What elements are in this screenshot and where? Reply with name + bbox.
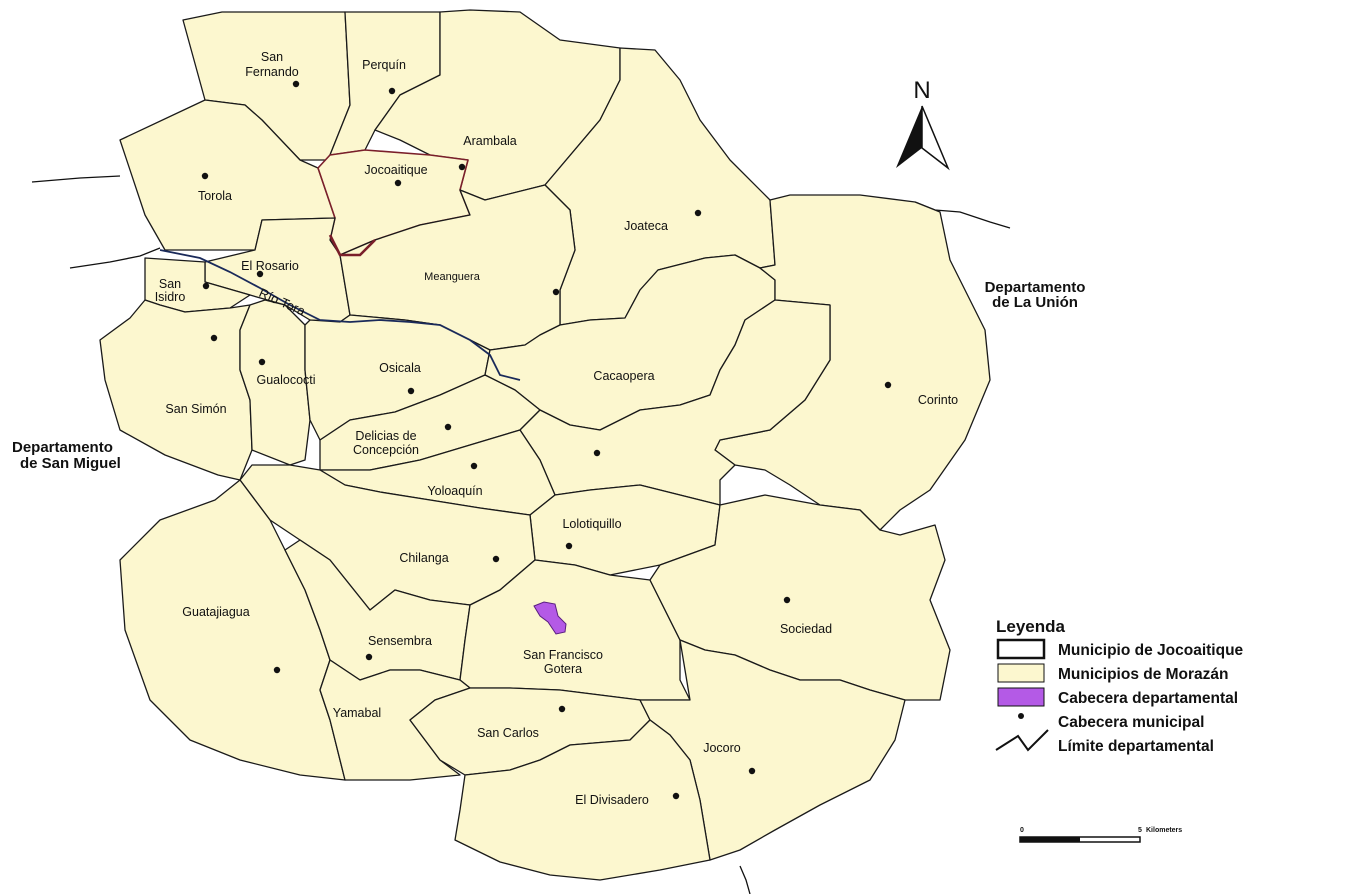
label-yoloaiquin: Yoloaquín — [427, 484, 482, 498]
legend-swatch-capital — [997, 687, 1045, 707]
seat-dot — [258, 358, 266, 366]
label-san-carlos: San Carlos — [477, 726, 539, 740]
label-san-simon: San Simón — [165, 402, 226, 416]
muni-el-divisadero[interactable] — [454, 719, 711, 881]
label-cacaopera: Cacaopera — [593, 369, 654, 383]
label-san-fernando-2: Fernando — [245, 65, 299, 79]
rio-tora-river — [159, 249, 521, 381]
label-sensembra: Sensembra — [368, 634, 432, 648]
label-osicala: Osicala — [379, 361, 421, 375]
legend-label-municipal: Cabecera municipal — [1058, 714, 1204, 731]
municipality-labels: San Fernando Perquín Arambala Torola Joc… — [155, 50, 958, 807]
label-jocoaitique: Jocoaitique — [364, 163, 427, 177]
label-san-francisco-gotera-2: Gotera — [544, 662, 582, 676]
seat-dot — [273, 666, 281, 674]
label-delicias: Delicias de — [355, 429, 416, 443]
seat-dot — [388, 87, 396, 95]
label-chilanga: Chilanga — [399, 551, 448, 565]
legend-label-limite: Límite departamental — [1058, 738, 1214, 755]
label-san-fernando: San — [261, 50, 283, 64]
legend-label-capital: Cabecera departamental — [1058, 690, 1238, 707]
dept-label-san-miguel-2: de San Miguel — [20, 455, 121, 472]
dept-label-la-union-2: de La Unión — [992, 294, 1078, 311]
legend-label-jocoaitique: Municipio de Jocoaitique — [1058, 642, 1244, 659]
seat-dot — [470, 462, 478, 470]
municipalities — [99, 9, 991, 881]
legend: Leyenda Municipio de Jocoaitique Municip… — [995, 617, 1244, 755]
label-guatajiagua: Guatajiagua — [182, 605, 249, 619]
seat-dot — [552, 288, 560, 296]
label-lolotiquillo: Lolotiquillo — [562, 517, 621, 531]
scale-unit: Kilometers — [1146, 827, 1182, 834]
label-san-isidro: San — [159, 277, 181, 291]
north-arrow-icon: N — [896, 77, 950, 171]
dept-label-san-miguel: Departamento — [12, 439, 113, 456]
muni-gualococti[interactable] — [239, 299, 311, 466]
label-san-francisco-gotera: San Francisco — [523, 648, 603, 662]
seat-dot — [694, 209, 702, 217]
seat-dot — [492, 555, 500, 563]
label-meanguera: Meanguera — [424, 271, 481, 283]
seat-dot — [458, 163, 466, 171]
label-jocoro: Jocoro — [703, 741, 741, 755]
legend-swatch-outline — [996, 638, 1046, 660]
scale-bar-half — [1020, 837, 1080, 842]
label-delicias-2: Concepción — [353, 443, 419, 457]
dept-label-la-union: Departamento — [985, 279, 1086, 296]
label-el-divisadero: El Divisadero — [575, 793, 649, 807]
seat-dot — [672, 792, 680, 800]
seat-dot — [748, 767, 756, 775]
label-corinto: Corinto — [918, 393, 958, 407]
scale-start: 0 — [1020, 827, 1024, 834]
seat-dot — [201, 172, 209, 180]
seat-dot — [884, 381, 892, 389]
legend-title: Leyenda — [996, 617, 1066, 636]
label-yamabal: Yamabal — [333, 706, 381, 720]
municipal-seats — [201, 80, 892, 800]
legend-swatch-morazan — [997, 663, 1045, 683]
seat-dot — [593, 449, 601, 457]
seat-dot — [407, 387, 415, 395]
label-gualococti: Gualococti — [256, 373, 315, 387]
scale-end: 5 — [1138, 827, 1142, 834]
seat-dot — [292, 80, 300, 88]
label-torola: Torola — [198, 189, 232, 203]
department-capital-shape — [533, 601, 567, 635]
seat-dot — [394, 179, 402, 187]
label-el-rosario: El Rosario — [241, 259, 299, 273]
seat-dot — [210, 334, 218, 342]
seat-dot — [365, 653, 373, 661]
jocoaitique-border-accent — [328, 234, 376, 257]
muni-san-simon[interactable] — [99, 299, 253, 481]
seat-dot — [565, 542, 573, 550]
seat-dot — [444, 423, 452, 431]
seat-dot — [783, 596, 791, 604]
label-perquin: Perquín — [362, 58, 406, 72]
seat-dot — [202, 282, 210, 290]
legend-label-morazan: Municipios de Morazán — [1058, 666, 1229, 683]
north-label: N — [913, 77, 930, 104]
label-arambala: Arambala — [463, 134, 517, 148]
label-sociedad: Sociedad — [780, 622, 832, 636]
legend-dot-icon — [1018, 713, 1024, 719]
scale-bar: 0 5 Kilometers — [1019, 827, 1182, 843]
seat-dot — [558, 705, 566, 713]
legend-line-icon — [995, 729, 1049, 752]
label-san-isidro-2: Isidro — [155, 290, 186, 304]
label-joateca: Joateca — [624, 219, 668, 233]
seat-dot — [256, 270, 264, 278]
